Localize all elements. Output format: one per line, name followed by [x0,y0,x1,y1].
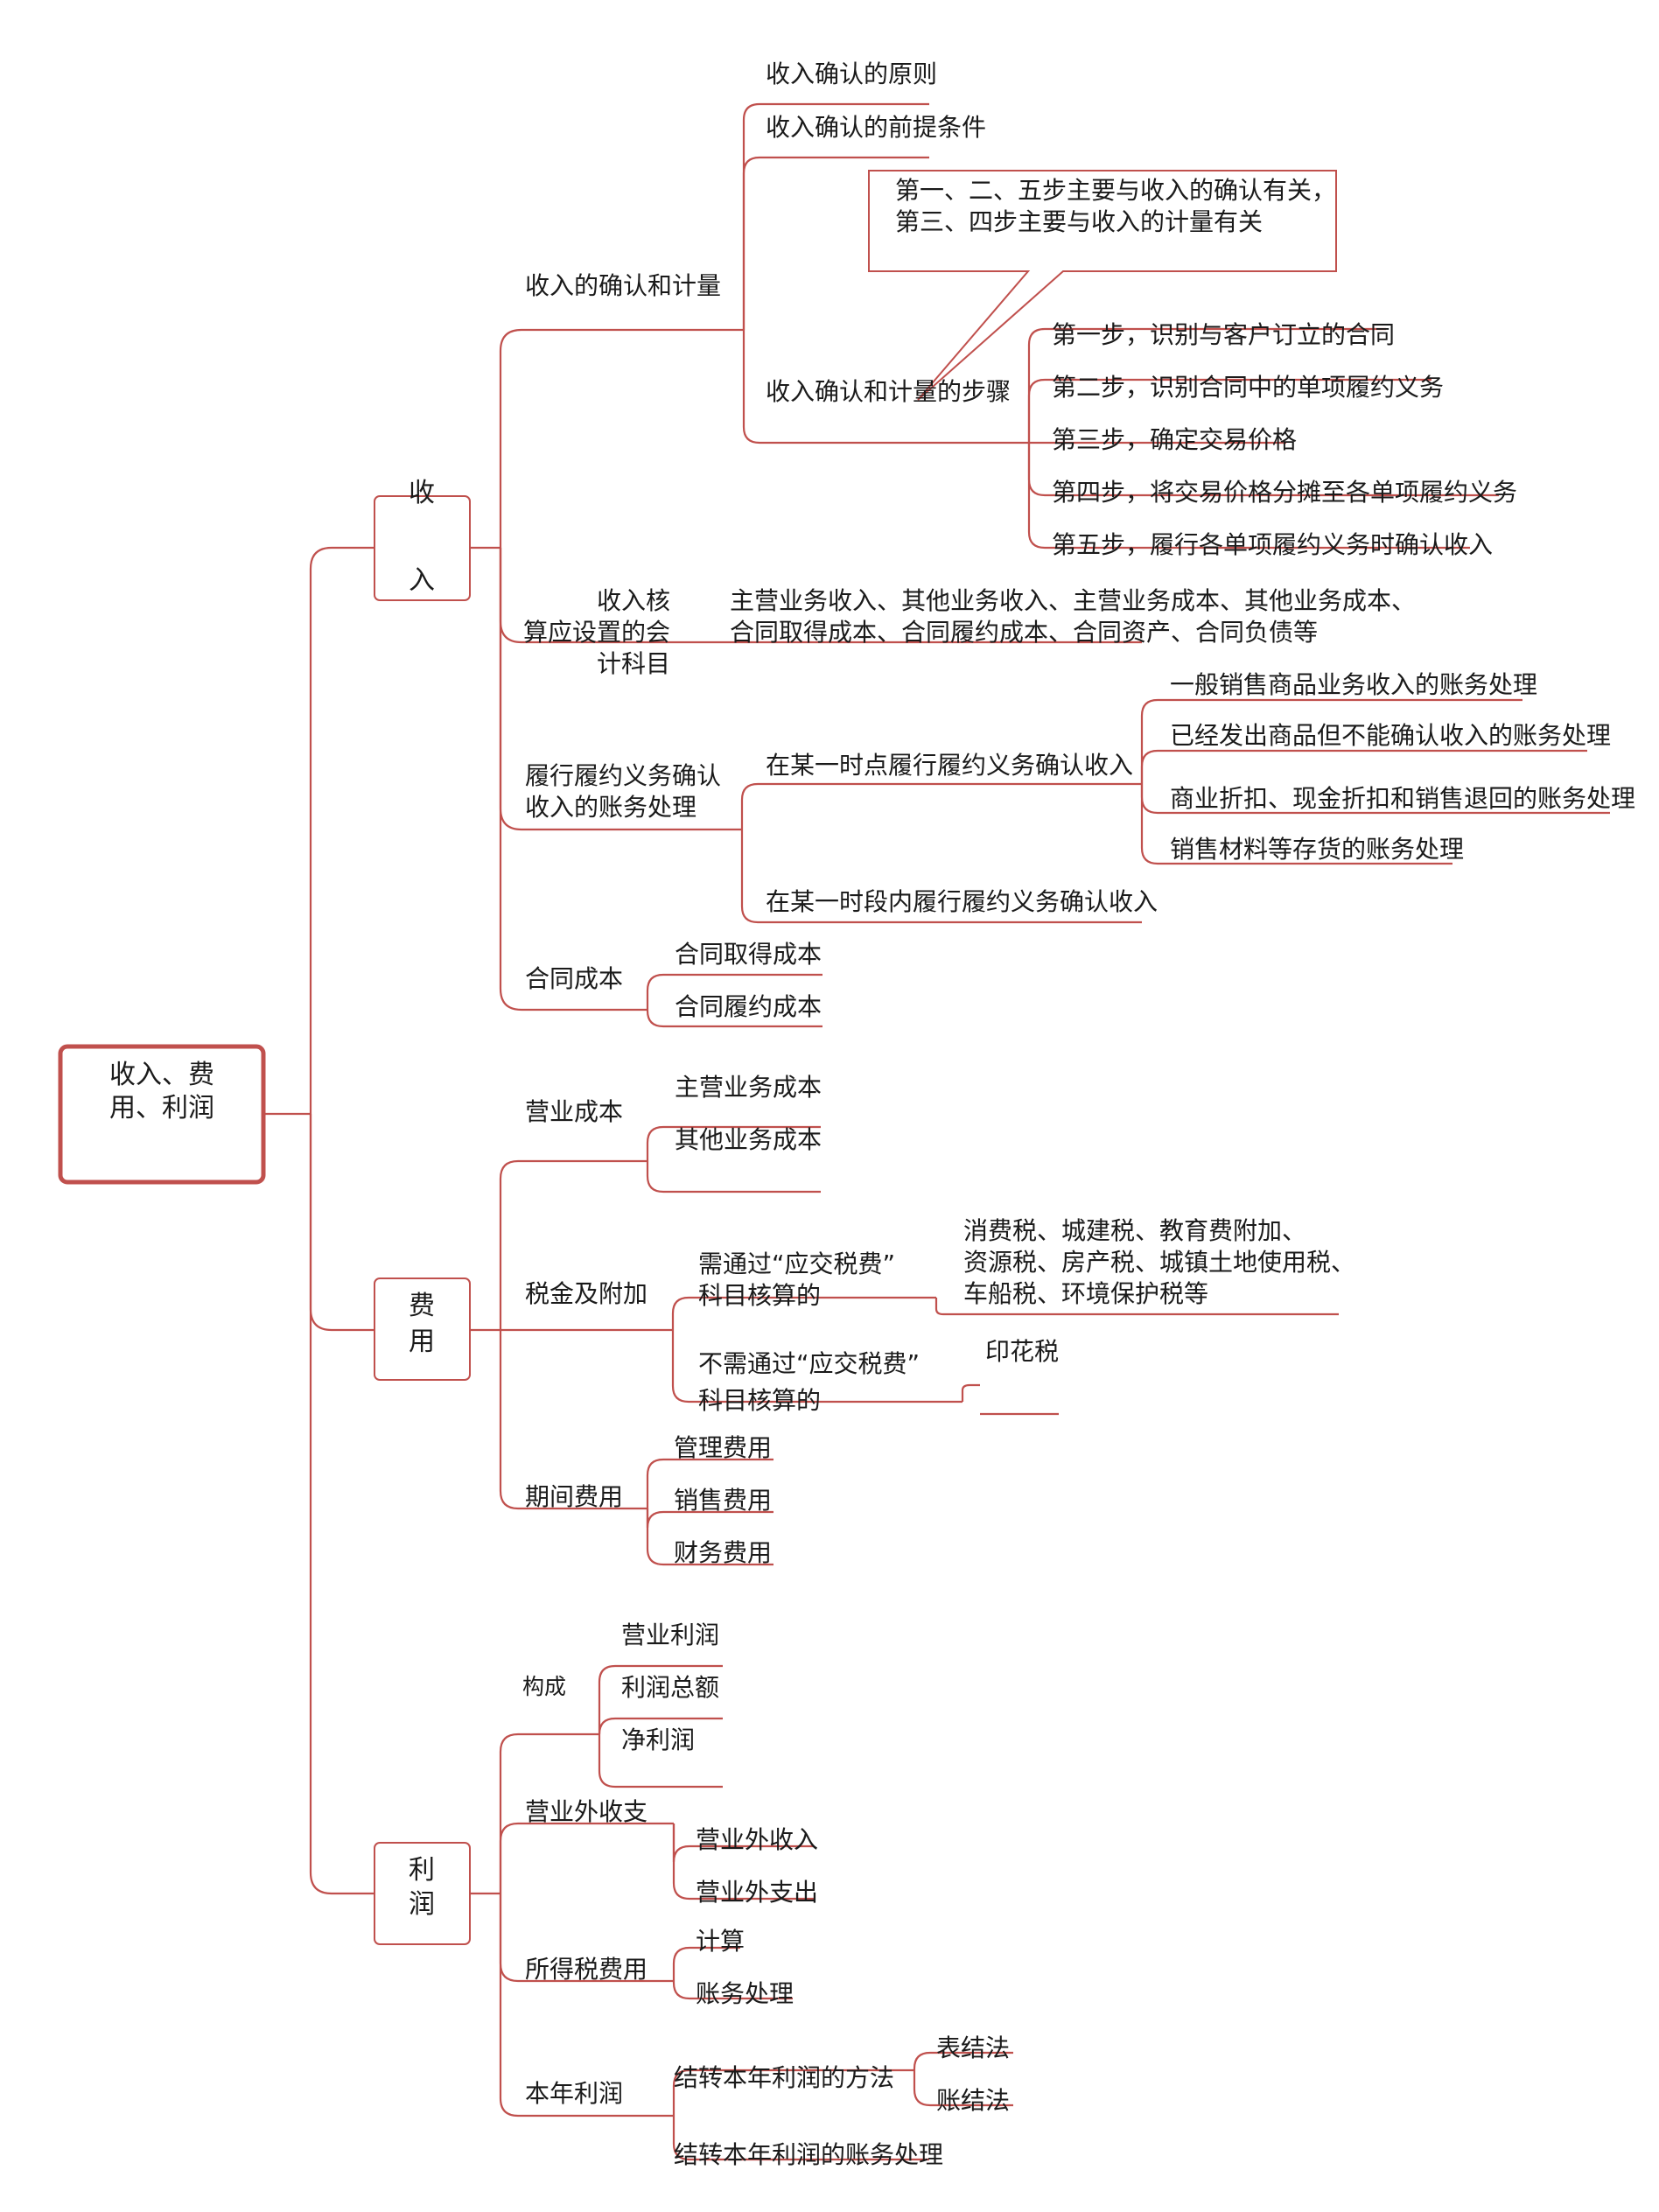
accounts-detail-line-2[interactable]: 合同取得成本、合同履约成本、合同资产、合同负债等 [730,618,1318,647]
profit-connectors [470,1664,1013,2161]
over-time-label[interactable]: 在某一时段内履行履约义务确认收入 [766,887,1158,916]
root-node-line-1: 收入、费 [109,1060,214,1090]
via-payable-detail-line-1[interactable]: 消费税、城建税、教育费附加、 [963,1216,1306,1245]
income-node-char-1: 收 [409,478,435,508]
root-node-line-2: 用、利润 [109,1093,214,1124]
principle-label[interactable]: 收入确认的原则 [766,60,937,88]
non-operating-item-1[interactable]: 营业外收入 [696,1825,818,1854]
income-tax-item-2[interactable]: 账务处理 [696,1979,794,2008]
composition-item-1[interactable]: 营业利润 [621,1620,719,1649]
callout-line-2: 第三、四步主要与收入的计量有关 [895,207,1263,236]
via-payable-line-1[interactable]: 需通过“应交税费” [698,1250,895,1278]
taxes-label[interactable]: 税金及附加 [525,1279,648,1308]
expense-connectors [470,1125,1339,1566]
prerequisite-label[interactable]: 收入确认的前提条件 [766,113,986,142]
step-3[interactable]: 第三步，确定交易价格 [1052,425,1297,454]
profit-node-char-1: 利 [409,1855,435,1886]
non-operating-item-2[interactable]: 营业外支出 [696,1878,818,1907]
closing-method-1[interactable]: 表结法 [936,2034,1010,2062]
expense-node-char-2: 用 [409,1326,435,1357]
accounts-label-line-1[interactable]: 收入核 [597,586,670,615]
period-expense-item-1[interactable]: 管理费用 [674,1433,772,1462]
composition-item-3[interactable]: 净利润 [621,1726,695,1754]
non-operating-label[interactable]: 营业外收支 [525,1797,648,1826]
point-in-time-label[interactable]: 在某一时点履行履约义务确认收入 [766,751,1133,780]
expense-node-char-1: 费 [409,1291,435,1321]
contract-cost-label[interactable]: 合同成本 [525,964,623,993]
operating-cost-item-1[interactable]: 主营业务成本 [675,1073,822,1102]
operating-cost-item-2[interactable]: 其他业务成本 [675,1125,822,1154]
performance-label-line-2[interactable]: 收入的账务处理 [525,793,696,822]
composition-label[interactable]: 构成 [522,1674,566,1699]
period-expense-item-3[interactable]: 财务费用 [674,1538,772,1567]
point-item-3[interactable]: 商业折扣、现金折扣和销售退回的账务处理 [1170,784,1635,813]
closing-method-2[interactable]: 账结法 [936,2086,1010,2115]
step-5[interactable]: 第五步，履行各单项履约义务时确认收入 [1052,530,1493,559]
not-via-payable-detail[interactable]: 印花税 [985,1337,1059,1366]
not-via-payable-line-1[interactable]: 不需通过“应交税费” [698,1349,920,1378]
income-node-char-2: 入 [409,565,435,596]
period-expense-label[interactable]: 期间费用 [525,1482,623,1511]
composition-item-2[interactable]: 利润总额 [621,1673,719,1702]
step-2[interactable]: 第二步，识别合同中的单项履约义务 [1052,373,1444,402]
step-4[interactable]: 第四步，将交易价格分摊至各单项履约义务 [1052,478,1517,507]
profit-node-char-2: 润 [409,1889,435,1920]
via-payable-line-2[interactable]: 科目核算的 [698,1281,821,1310]
point-item-2[interactable]: 已经发出商品但不能确认收入的账务处理 [1170,721,1611,750]
contract-cost-item-2[interactable]: 合同履约成本 [675,992,822,1021]
recognition-label[interactable]: 收入的确认和计量 [525,271,721,300]
contract-cost-item-1[interactable]: 合同取得成本 [675,940,822,969]
performance-label-line-1[interactable]: 履行履约义务确认 [525,761,721,790]
not-via-payable-line-2[interactable]: 科目核算的 [698,1386,821,1415]
via-payable-detail-line-3[interactable]: 车船税、环境保护税等 [963,1279,1208,1308]
operating-cost-label[interactable]: 营业成本 [525,1097,623,1126]
point-item-1[interactable]: 一般销售商品业务收入的账务处理 [1170,670,1537,699]
income-tax-label[interactable]: 所得税费用 [525,1955,648,1984]
annual-profit-label[interactable]: 本年利润 [525,2079,623,2108]
point-item-4[interactable]: 销售材料等存货的账务处理 [1170,835,1464,864]
period-expense-item-2[interactable]: 销售费用 [674,1486,772,1515]
callout-line-1: 第一、二、五步主要与收入的确认有关， [895,176,1336,205]
closing-accounting-label[interactable]: 结转本年利润的账务处理 [674,2140,943,2169]
step-1[interactable]: 第一步，识别与客户订立的合同 [1052,320,1395,349]
accounts-label-line-3[interactable]: 计科目 [597,649,670,678]
root-connectors [263,546,374,1895]
accounts-label-line-2[interactable]: 算应设置的会 [523,618,670,647]
closing-methods-label[interactable]: 结转本年利润的方法 [674,2063,894,2092]
income-connectors [470,102,1610,1028]
steps-callout: 第一、二、五步主要与收入的确认有关， 第三、四步主要与收入的计量有关 [868,170,1337,401]
accounts-detail-line-1[interactable]: 主营业务收入、其他业务收入、主营业务成本、其他业务成本、 [730,586,1416,615]
steps-label[interactable]: 收入确认和计量的步骤 [766,377,1011,406]
via-payable-detail-line-2[interactable]: 资源税、房产税、城镇土地使用税、 [963,1248,1355,1277]
income-tax-item-1[interactable]: 计算 [696,1927,745,1956]
